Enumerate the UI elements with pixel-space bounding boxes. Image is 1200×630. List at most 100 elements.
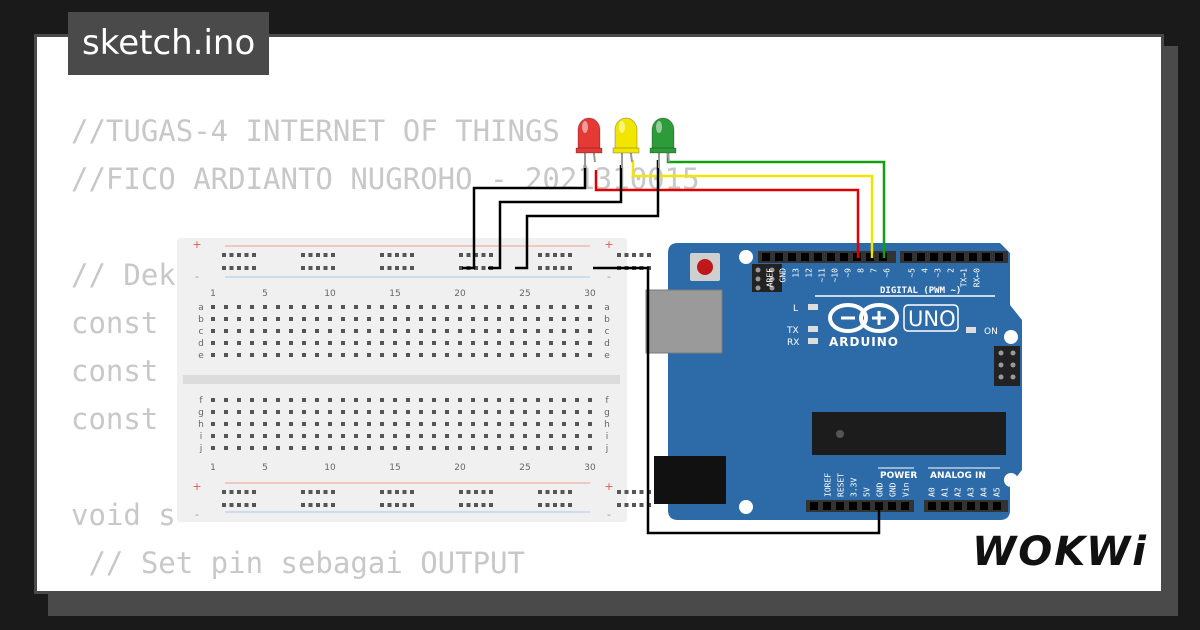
arduino-logo-icon xyxy=(828,303,899,333)
wire-red xyxy=(594,170,860,258)
rail-minus-sign: - xyxy=(607,270,611,283)
column-number: 15 xyxy=(389,463,400,473)
breadboard-holes xyxy=(211,253,651,507)
rail-plus-sign: + xyxy=(192,238,201,251)
column-number: 5 xyxy=(262,289,268,299)
digital-pin-label: ~11 xyxy=(818,268,827,283)
on-led xyxy=(966,327,976,333)
led-green[interactable] xyxy=(649,117,677,168)
row-letter: f xyxy=(605,396,609,406)
wire-black-red-led xyxy=(462,165,587,270)
l-led xyxy=(808,304,818,310)
digital-pin-label: ~5 xyxy=(908,268,917,278)
column-number: 15 xyxy=(389,289,400,299)
column-number: 30 xyxy=(584,289,596,299)
row-letter: b xyxy=(604,315,610,325)
wires xyxy=(462,150,886,535)
analog-pin-label: A3 xyxy=(967,487,976,497)
code-background: //TUGAS-4 INTERNET OF THINGS //FICO ARDIA… xyxy=(71,107,700,591)
power-pin-label: IOREF xyxy=(824,473,833,497)
wire-green xyxy=(666,150,886,258)
usb-port xyxy=(645,289,723,354)
wokwi-logo: WOKWi xyxy=(972,529,1148,575)
l-label: L xyxy=(793,304,798,314)
row-letter: d xyxy=(198,339,204,349)
power-pin-label: 5V xyxy=(863,487,872,497)
row-letter: i xyxy=(606,432,609,442)
on-label: ON xyxy=(984,327,998,337)
power-jack xyxy=(654,456,726,504)
icsp-header xyxy=(752,264,782,292)
rail-plus-sign: + xyxy=(192,480,201,493)
column-number: 25 xyxy=(519,289,530,299)
microcontroller-chip xyxy=(812,412,1006,455)
row-letter: b xyxy=(198,315,204,325)
digital-pin-label: 4 xyxy=(921,268,930,273)
analog-pin-label: A4 xyxy=(980,487,989,497)
power-label: POWER xyxy=(880,471,917,481)
code-line: const xyxy=(71,306,159,340)
row-letter: g xyxy=(198,408,204,418)
rx-label: RX xyxy=(787,338,799,348)
row-letter: e xyxy=(604,351,610,361)
power-pin-label: RESET xyxy=(837,473,846,497)
rail-plus-sign: + xyxy=(604,480,613,493)
wire-black-gnd xyxy=(593,266,881,535)
digital-pin-label: AREF xyxy=(766,268,775,287)
reset-button xyxy=(697,259,713,275)
led-red[interactable] xyxy=(575,117,603,168)
column-number: 30 xyxy=(584,463,596,473)
digital-pin-label: ~3 xyxy=(934,268,943,278)
code-line: //TUGAS-4 INTERNET OF THINGS xyxy=(71,114,560,148)
tx-led xyxy=(808,326,818,332)
rail-minus-sign: - xyxy=(195,508,199,521)
analog-pin-label: A2 xyxy=(954,487,963,497)
digital-pin-label: 8 xyxy=(857,268,866,273)
row-letter: i xyxy=(200,432,203,442)
code-line: const xyxy=(71,354,159,388)
row-letter: j xyxy=(605,444,609,454)
rail-minus-sign: - xyxy=(607,508,611,521)
power-pin-label: Vin xyxy=(902,482,911,497)
digital-pin-label: ~6 xyxy=(883,268,892,278)
column-number: 5 xyxy=(262,463,268,473)
row-letter: c xyxy=(199,327,204,337)
arduino-brand: ARDUINO xyxy=(829,335,899,349)
digital-pin-label: ~10 xyxy=(831,268,840,283)
analog-label: ANALOG IN xyxy=(930,471,986,481)
file-tab[interactable]: sketch.ino xyxy=(68,12,270,75)
row-letter: g xyxy=(604,408,610,418)
analog-pin-label: A0 xyxy=(928,487,937,497)
power-pin-label: 3.3V xyxy=(850,478,859,497)
column-number: 25 xyxy=(519,463,530,473)
tx-label: TX xyxy=(786,326,799,336)
row-letter: j xyxy=(199,444,203,454)
analog-pin-label: A1 xyxy=(941,487,950,497)
led-yellow[interactable] xyxy=(612,117,640,168)
code-line: // Set pin sebagai OUTPUT xyxy=(71,546,525,580)
header-pin-holes xyxy=(762,253,1003,510)
row-letter: c xyxy=(605,327,610,337)
rail-minus-sign: - xyxy=(195,270,199,283)
code-line: void s xyxy=(71,498,176,532)
code-line: //FICO ARDIANTO NUGROHO - 2021310015 xyxy=(71,162,700,196)
rx-led xyxy=(808,338,818,344)
column-number: 10 xyxy=(324,463,336,473)
column-number: 20 xyxy=(454,289,466,299)
analog-pin-label: A5 xyxy=(993,487,1002,497)
digital-pin-label: GND xyxy=(779,268,788,283)
row-letter: a xyxy=(198,303,204,313)
digital-pin-label: ~9 xyxy=(844,268,853,278)
row-letter: d xyxy=(604,339,610,349)
digital-pin-label: 7 xyxy=(870,268,879,273)
code-line: // Dek xyxy=(71,258,176,292)
column-number: 1 xyxy=(210,289,216,299)
column-number: 1 xyxy=(210,463,216,473)
digital-label: DIGITAL (PWM ~) xyxy=(880,286,961,296)
digital-pin-label: 13 xyxy=(792,268,801,278)
